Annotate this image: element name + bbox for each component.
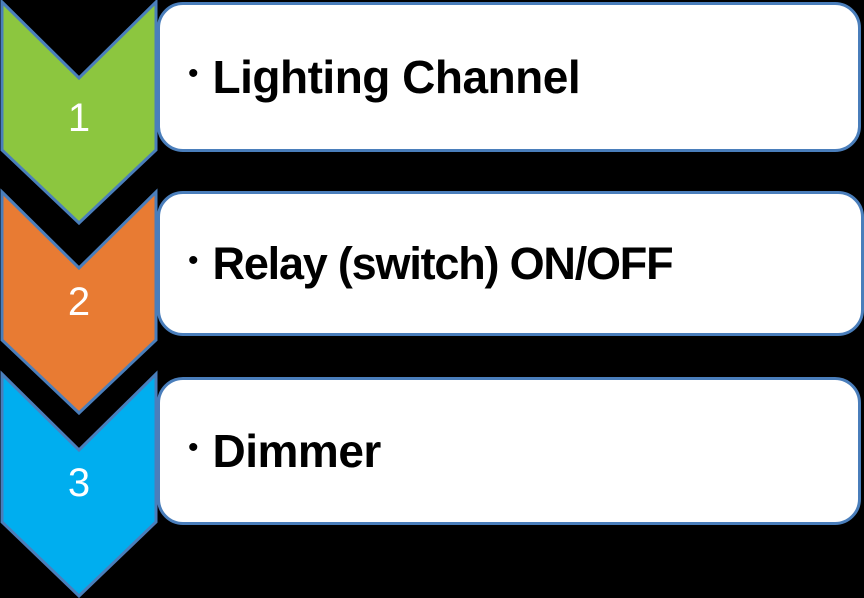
bullet-icon-2: •	[188, 243, 199, 277]
step-chevron-1[interactable]	[0, 0, 158, 226]
chevron-down-icon-3	[0, 370, 158, 598]
step-textbox-1-content: • Lighting Channel	[160, 50, 858, 103]
step-textbox-3[interactable]: • Dimmer	[157, 377, 861, 525]
step-textbox-3-content: • Dimmer	[160, 424, 858, 477]
chevron-down-shape-1	[0, 0, 158, 226]
step-chevron-2[interactable]	[0, 188, 158, 416]
chevron-down-icon-2	[0, 188, 158, 416]
step-label-3: Dimmer	[212, 424, 382, 477]
chevron-down-shape-2	[0, 188, 158, 416]
step-chevron-3[interactable]	[0, 370, 158, 598]
chevron-down-shape-3	[0, 370, 158, 598]
step-label-1: Lighting Channel	[212, 50, 581, 103]
bullet-icon-1: •	[188, 56, 199, 90]
step-label-2: Relay (switch) ON/OFF	[212, 237, 674, 289]
chevron-down-icon-1	[0, 0, 158, 226]
step-textbox-2-content: • Relay (switch) ON/OFF	[160, 237, 861, 289]
step-textbox-1[interactable]: • Lighting Channel	[157, 2, 861, 152]
step-textbox-2[interactable]: • Relay (switch) ON/OFF	[157, 191, 864, 336]
bullet-icon-3: •	[188, 430, 199, 464]
